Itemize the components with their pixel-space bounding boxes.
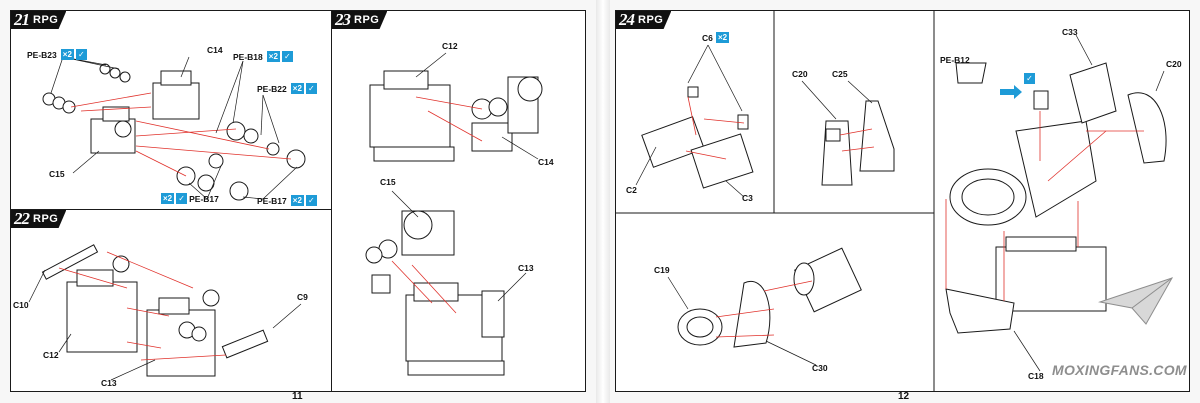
paper-plane-logo [1098, 277, 1174, 325]
step-number: 21 [14, 10, 30, 29]
tag-label: PE-B22 [257, 83, 287, 94]
part-label-c19: C19 [654, 265, 670, 275]
tag-label: PE-B17 [257, 195, 287, 206]
right-page: 24 RPG [610, 0, 1200, 403]
tag-pe-b17-left: ×2 ✓ PE-B17 [161, 193, 221, 204]
knife-icon: ✓ [176, 193, 188, 204]
part-label-c18: C18 [1028, 371, 1044, 381]
step-22-panel: 22 RPG [10, 209, 332, 392]
part-label-c14: C14 [538, 157, 554, 167]
quantity-badge: ×2 [60, 49, 74, 60]
part-label-c2: C2 [626, 185, 637, 195]
step-21-drawing [42, 56, 306, 201]
step-23-drawing [365, 52, 543, 376]
tag-pe-b18: PE-B18 ×2 ✓ [233, 51, 293, 62]
step-24-drawing [616, 11, 1167, 391]
knife-icon: ✓ [1024, 73, 1035, 84]
brand-mark: RPG [354, 14, 380, 26]
step-22-badge: 22 RPG [11, 209, 67, 228]
c6-quantity-badge: ×2 [716, 32, 730, 43]
quantity-badge: ×2 [266, 51, 280, 62]
part-label-c12: C12 [43, 350, 59, 360]
arrow-icon [1000, 85, 1022, 99]
part-label-c3: C3 [742, 193, 753, 203]
step-24-panel: 24 RPG [615, 10, 1190, 392]
quantity-badge: ×2 [290, 83, 304, 94]
part-label-c30: C30 [812, 363, 828, 373]
page-number-left: 11 [292, 391, 303, 402]
part-label-c10: C10 [13, 300, 29, 310]
knife-icon: ✓ [75, 49, 87, 60]
part-label-c12: C12 [442, 41, 458, 51]
part-label-pe-b12: PE-B12 [940, 55, 970, 65]
part-label-c20-large: C20 [1166, 59, 1182, 69]
left-page: 21 RPG [0, 0, 597, 403]
step-22-drawing [28, 244, 302, 381]
brand-mark: RPG [33, 14, 59, 26]
part-label-c15: C15 [380, 177, 396, 187]
brand-mark: RPG [33, 213, 59, 225]
part-label-c20-small: C20 [792, 69, 808, 79]
tag-label: PE-B23 [27, 49, 57, 60]
tag-pe-b17-right: PE-B17 ×2 ✓ [257, 195, 317, 206]
part-label-c13: C13 [101, 378, 117, 388]
step-21-badge: 21 RPG [11, 10, 67, 29]
tag-label: PE-B17 [189, 193, 219, 204]
step-number: 24 [619, 10, 635, 29]
part-label-c13: C13 [518, 263, 534, 273]
step-24-badge: 24 RPG [616, 10, 672, 29]
quantity-badge: ×2 [161, 193, 175, 204]
step-23-panel: 23 RPG [331, 10, 586, 392]
step-23-badge: 23 RPG [332, 10, 388, 29]
part-label-c14: C14 [207, 45, 223, 55]
quantity-badge: ×2 [290, 195, 304, 206]
book-spine [596, 0, 610, 403]
part-label-c15: C15 [49, 169, 65, 179]
tag-label: PE-B18 [233, 51, 263, 62]
knife-icon: ✓ [281, 51, 293, 62]
tag-pe-b23: PE-B23 ×2 ✓ [27, 49, 87, 60]
knife-icon: ✓ [305, 83, 317, 94]
watermark: MOXINGFANS.COM [1052, 362, 1187, 378]
tag-pe-b22: PE-B22 ×2 ✓ [257, 83, 317, 94]
brand-mark: RPG [638, 14, 664, 26]
page-number-right: 12 [898, 391, 910, 402]
step-number: 22 [14, 209, 30, 228]
part-label-c6: C6 [702, 33, 713, 43]
part-label-c33: C33 [1062, 27, 1078, 37]
part-label-c25: C25 [832, 69, 848, 79]
step-number: 23 [335, 10, 351, 29]
part-label-c9: C9 [297, 292, 308, 302]
step-21-panel: 21 RPG [10, 10, 332, 210]
knife-icon: ✓ [305, 195, 317, 206]
